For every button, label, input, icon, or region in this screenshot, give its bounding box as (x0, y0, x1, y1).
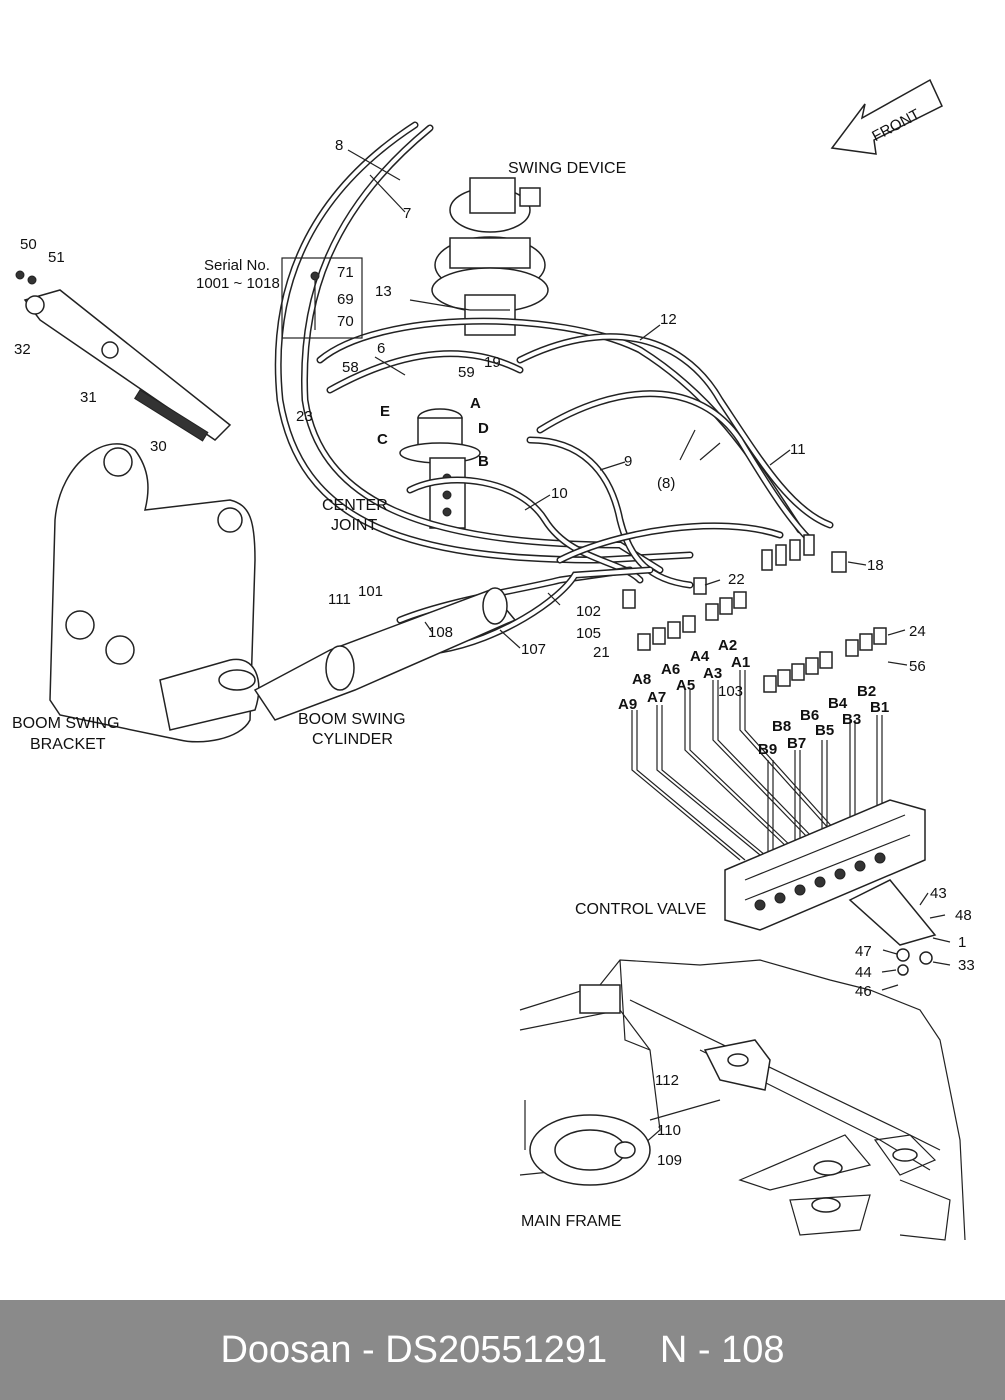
callout: 30 (150, 438, 167, 455)
callout: C (377, 431, 388, 448)
callout: 112 (655, 1072, 679, 1089)
callout: 6 (377, 340, 385, 357)
callout: 48 (955, 907, 972, 924)
callout: 33 (958, 957, 975, 974)
callout: 71 (337, 264, 354, 281)
callout: 110 (657, 1122, 681, 1139)
callout: A5 (676, 677, 695, 694)
callout: 105 (576, 625, 601, 642)
callout: B2 (857, 683, 876, 700)
callout: B5 (815, 722, 834, 739)
callout: B9 (758, 741, 777, 758)
footer-bar: Doosan - DS20551291 N - 108 (0, 1300, 1005, 1400)
callout: A6 (661, 661, 680, 678)
footer-brand: Doosan (220, 1328, 352, 1371)
callout: 23 (296, 408, 313, 425)
callout: 109 (657, 1152, 682, 1169)
footer-separator: - (351, 1328, 386, 1371)
callout: 44 (855, 964, 872, 981)
control-valve-caption: CONTROL VALVE (575, 901, 706, 918)
callout: 111 (328, 591, 351, 608)
callout: 18 (867, 557, 884, 574)
boom-swing-cylinder-caption-line1: BOOM SWING (298, 711, 406, 728)
serial-note-line1: Serial No. (204, 257, 270, 274)
callout: B8 (772, 718, 791, 735)
boom-swing-bracket-caption-line1: BOOM SWING (12, 715, 120, 732)
serial-note-line2: 1001 ~ 1018 (196, 275, 280, 292)
callout: 32 (14, 341, 31, 358)
callout: 12 (660, 311, 677, 328)
callout-labels: 50 51 32 31 30 8 7 71 69 70 13 6 58 23 E… (14, 137, 975, 1169)
callout: 47 (855, 943, 872, 960)
callout: B7 (787, 735, 806, 752)
boom-swing-cylinder-drawing (253, 587, 517, 721)
front-arrow-icon: FRONT (830, 78, 943, 155)
callout: 13 (375, 283, 392, 300)
callout: D (478, 420, 489, 437)
footer-part-number: DS20551291 (385, 1328, 608, 1371)
callout: 8 (335, 137, 343, 154)
callout: A7 (647, 689, 666, 706)
callout: 7 (403, 205, 411, 222)
callout: E (380, 403, 390, 420)
callout: A (470, 395, 481, 412)
callout: B3 (842, 711, 861, 728)
callout: 46 (855, 983, 872, 1000)
boom-swing-bracket-caption-line2: BRACKET (30, 736, 106, 753)
callout: (8) (657, 475, 675, 492)
callout: B6 (800, 707, 819, 724)
leader-lines (347, 149, 951, 991)
callout: A4 (690, 648, 710, 665)
center-joint-caption-line1: CENTER (322, 497, 388, 514)
callout: 19 (484, 354, 501, 371)
callout: 69 (337, 291, 354, 308)
control-valve-drawing (724, 799, 937, 976)
callout: 107 (521, 641, 546, 658)
callout: A3 (703, 665, 722, 682)
callout: 43 (930, 885, 947, 902)
fittings (622, 534, 887, 693)
callout: 1 (958, 934, 966, 951)
callout: 11 (790, 441, 806, 458)
diagram-canvas: FRONT (12, 78, 975, 1241)
callout: 58 (342, 359, 359, 376)
callout: A1 (731, 654, 750, 671)
footer-gap (607, 1329, 660, 1372)
callout: B (478, 453, 489, 470)
callout: B4 (828, 695, 848, 712)
callout: 102 (576, 603, 601, 620)
boom-swing-cylinder-caption-line2: CYLINDER (312, 731, 393, 748)
main-frame-caption: MAIN FRAME (521, 1213, 621, 1230)
center-joint-caption-line2: JOINT (331, 517, 377, 534)
main-frame-drawing (519, 959, 966, 1241)
callout: 51 (48, 249, 65, 266)
callout: A9 (618, 696, 637, 713)
footer-page-ref: N - 108 (659, 1328, 785, 1371)
callout: 21 (593, 644, 610, 661)
callout: 59 (458, 364, 475, 381)
center-joint-drawing (399, 408, 481, 529)
callout: 22 (728, 571, 745, 588)
hose-lines (274, 121, 834, 654)
callout: A2 (718, 637, 737, 654)
callout: 9 (624, 453, 632, 470)
callout: 103 (718, 683, 743, 700)
callout: 56 (909, 658, 926, 675)
parts-diagram: FRONT (12, 78, 975, 1241)
plate-drawing (15, 270, 232, 442)
swing-device-drawing (431, 177, 549, 336)
serial-box (281, 257, 363, 339)
swing-device-caption: SWING DEVICE (508, 160, 626, 177)
callout: A8 (632, 671, 651, 688)
callout: 31 (80, 389, 97, 406)
callout: 10 (551, 485, 568, 502)
callout: B1 (870, 699, 889, 716)
callout: 101 (358, 583, 383, 600)
callout: 50 (20, 236, 37, 253)
callout: 24 (909, 623, 926, 640)
callout: 70 (337, 313, 354, 330)
boom-swing-bracket-drawing (49, 443, 260, 743)
callout: 108 (428, 624, 453, 641)
